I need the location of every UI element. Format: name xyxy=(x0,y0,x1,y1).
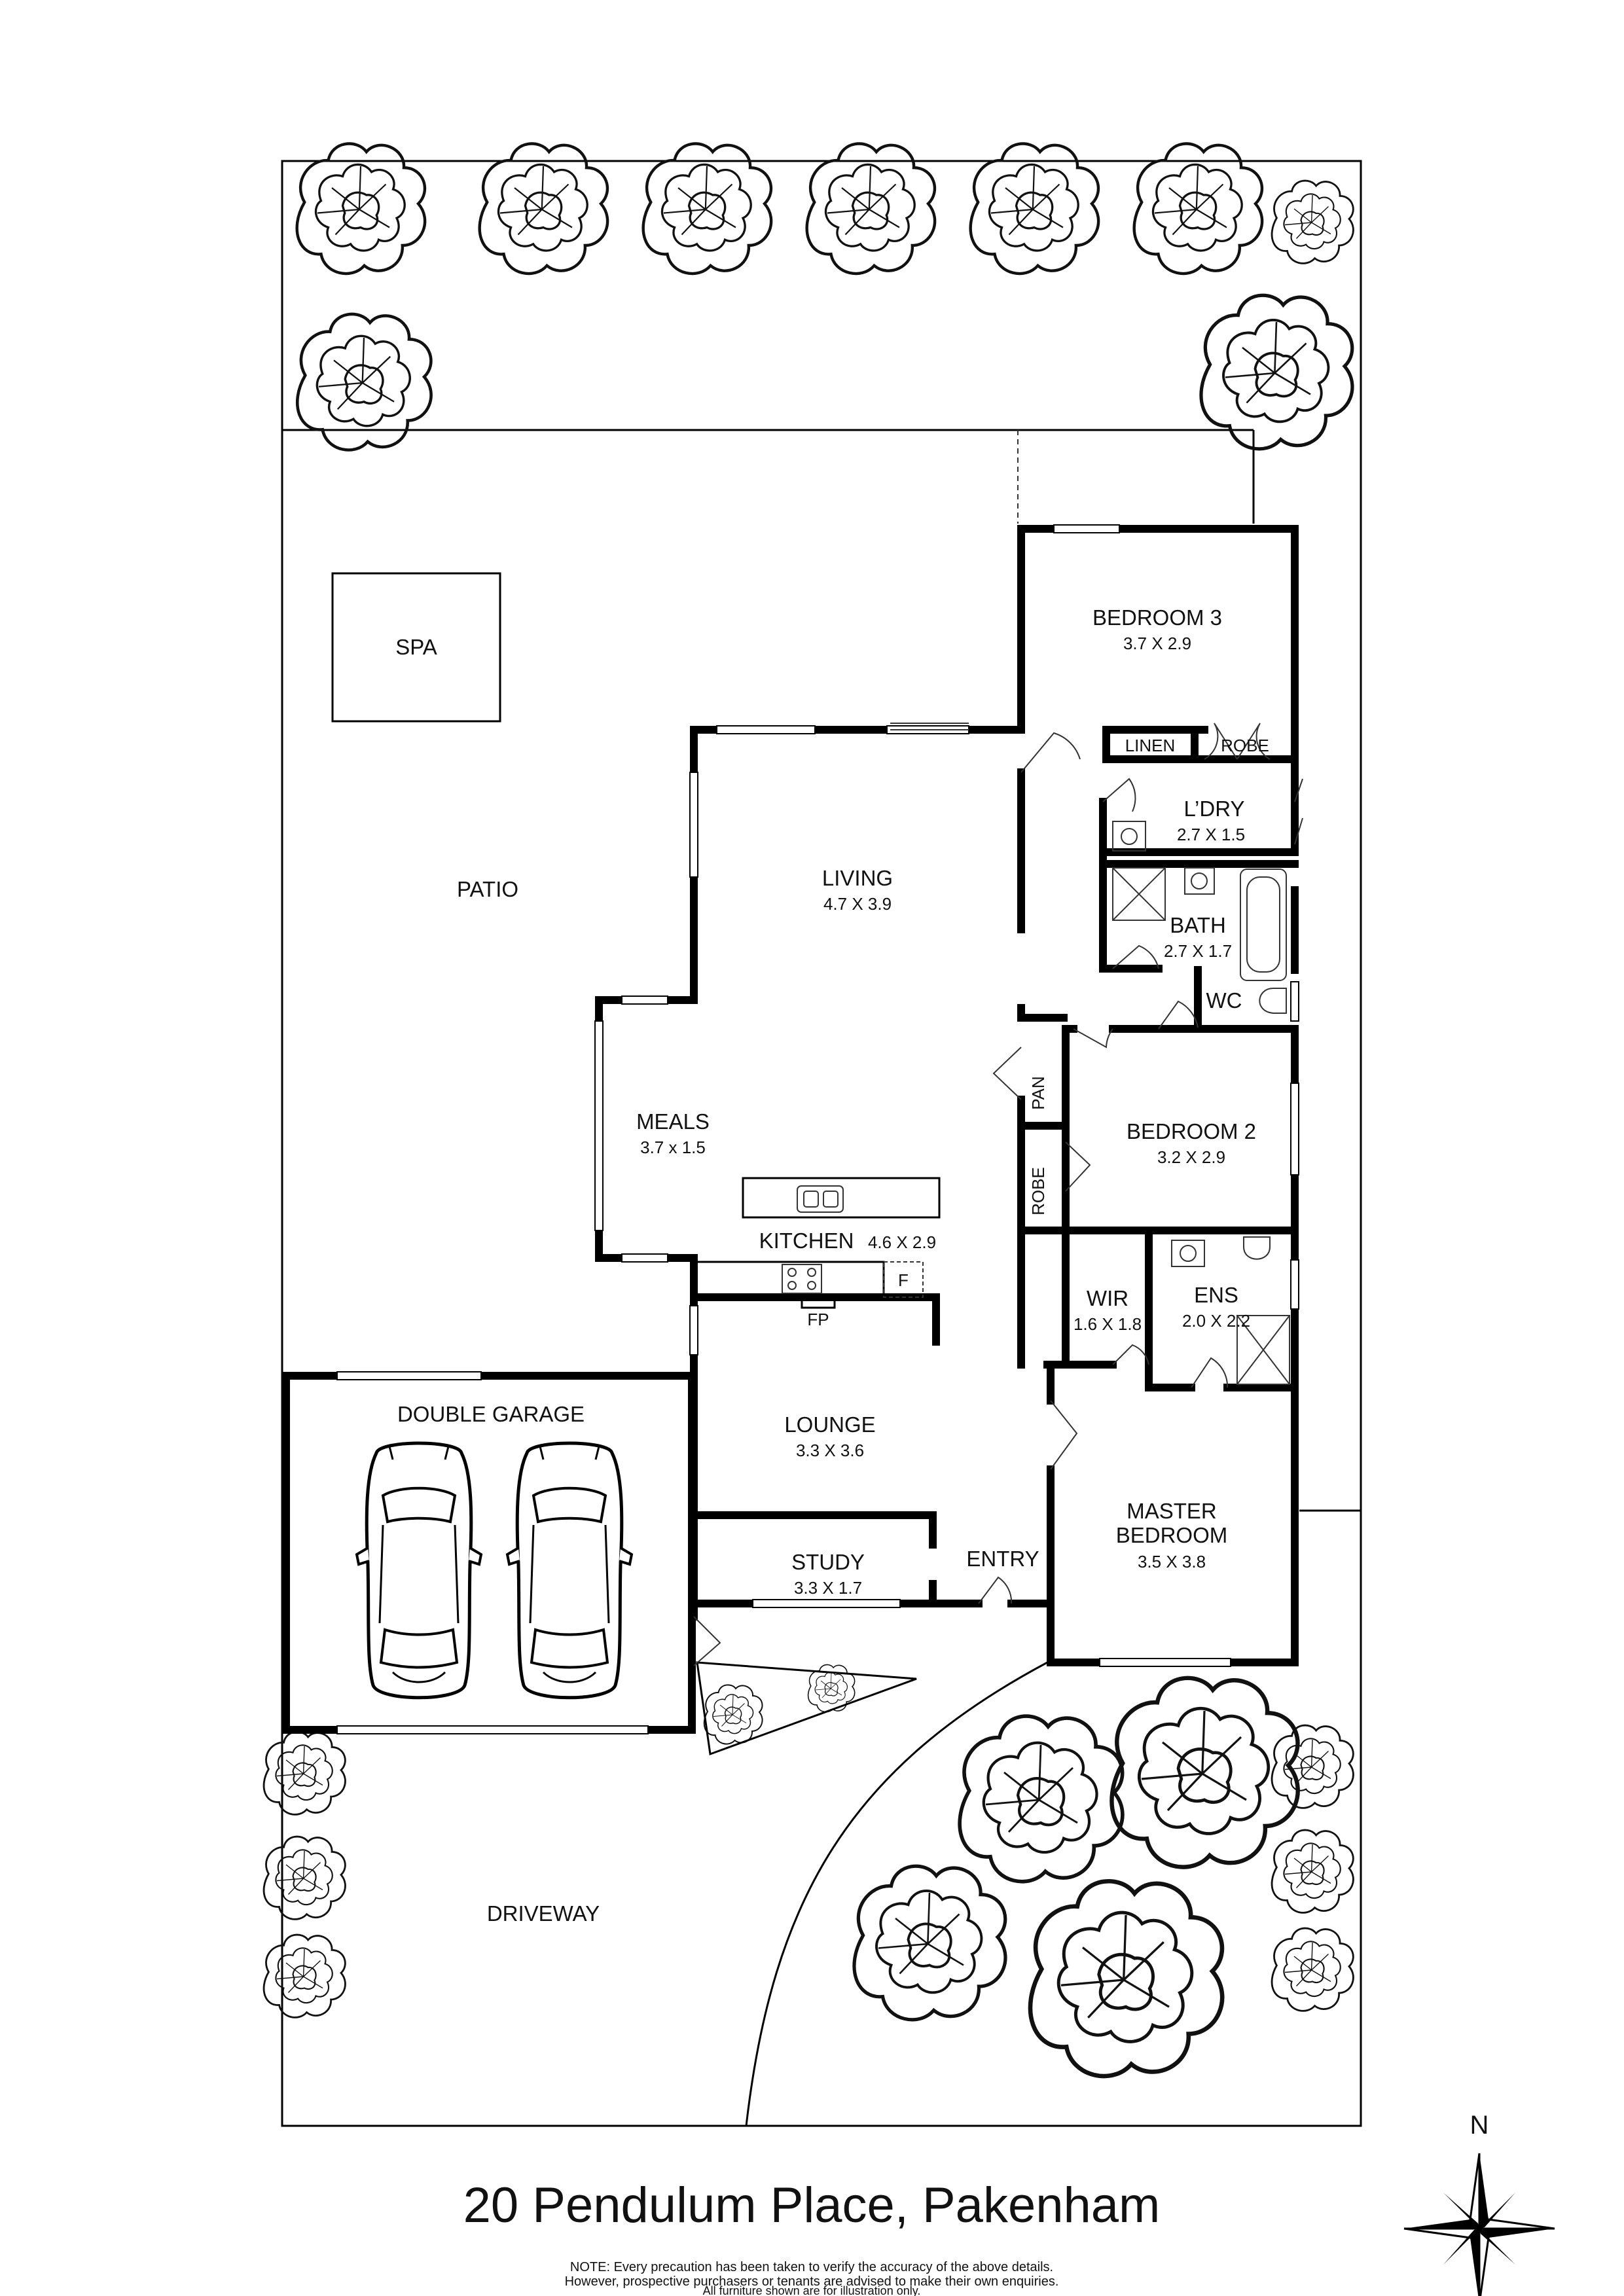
tree-icon xyxy=(1201,295,1352,449)
fireplace-label: FP xyxy=(807,1310,829,1329)
tree-icon xyxy=(480,144,607,274)
tree-icon xyxy=(262,1731,346,1816)
property-boundary xyxy=(281,160,1362,2127)
ensuite-shower-icon xyxy=(1236,1315,1290,1385)
study-label: STUDY xyxy=(791,1550,865,1574)
tree-icon xyxy=(297,144,425,274)
bath-size: 2.7 X 1.7 xyxy=(1164,941,1232,961)
kitchen-island xyxy=(742,1177,941,1219)
sink-bowl xyxy=(803,1191,819,1208)
tree-icon xyxy=(1111,1678,1297,1867)
tree-icon xyxy=(643,144,771,274)
kitchen-bench xyxy=(693,1261,885,1299)
master-label-line2: BEDROOM xyxy=(1116,1523,1228,1547)
fridge-space xyxy=(883,1261,924,1298)
fireplace-icon xyxy=(801,1296,836,1309)
wc-label: WC xyxy=(1206,988,1242,1013)
disclaimer-line-2: However, prospective purchasers or tenan… xyxy=(565,2274,1059,2289)
address-title: 20 Pendulum Place, Pakenham xyxy=(463,2178,1161,2233)
master-label-line1: MASTER xyxy=(1127,1499,1217,1523)
driveway-label: DRIVEWAY xyxy=(487,1901,600,1926)
tree-icon xyxy=(1271,1724,1354,1809)
study-size: 3.3 X 1.7 xyxy=(794,1578,862,1598)
cooktop-icon xyxy=(782,1264,822,1294)
spa-label: SPA xyxy=(395,635,437,659)
tree-icon xyxy=(1271,1829,1354,1914)
wir-label: WIR xyxy=(1087,1286,1128,1310)
laundry-size: 2.7 X 1.5 xyxy=(1177,825,1245,844)
disclaimer-line-1: NOTE: Every precaution has been taken to… xyxy=(570,2260,1053,2274)
bedroom3-size: 3.7 X 2.9 xyxy=(1123,634,1191,653)
garage-label: DOUBLE GARAGE xyxy=(397,1402,585,1426)
bath-label: BATH xyxy=(1170,913,1226,937)
tree-icon xyxy=(703,1684,763,1745)
meals-size: 3.7 x 1.5 xyxy=(640,1138,706,1157)
tree-icon xyxy=(960,1716,1123,1882)
laundry-trough-icon xyxy=(1112,821,1146,852)
tree-icon xyxy=(1271,179,1354,264)
door-swings xyxy=(693,723,1303,1666)
ensuite-toilet-icon xyxy=(1243,1236,1271,1260)
living-size: 4.7 X 3.9 xyxy=(823,894,892,914)
ensuite-size: 2.0 X 2.2 xyxy=(1182,1311,1250,1331)
trees-rear xyxy=(297,144,1354,450)
tree-icon xyxy=(1030,1881,1222,2076)
bedroom2-size: 3.2 X 2.9 xyxy=(1157,1147,1225,1167)
car-icon xyxy=(357,1443,481,1698)
bath-basin-icon xyxy=(1184,867,1215,895)
ensuite-basin-icon xyxy=(1171,1240,1205,1267)
kitchen-label: KITCHEN xyxy=(759,1229,854,1253)
tree-icon xyxy=(1134,144,1262,274)
laundry-label: L’DRY xyxy=(1184,797,1245,821)
compass-icon xyxy=(1403,2153,1555,2296)
tree-icon xyxy=(1271,1927,1354,2012)
lounge-size: 3.3 X 3.6 xyxy=(796,1441,864,1460)
wir-size: 1.6 X 1.8 xyxy=(1074,1314,1142,1334)
pantry-label: PAN xyxy=(1028,1076,1048,1110)
patio-label: PATIO xyxy=(457,877,518,901)
tree-icon xyxy=(971,144,1098,274)
fridge-label: F xyxy=(898,1270,909,1290)
tree-icon xyxy=(854,1866,1005,2020)
kitchen-size: 4.6 X 2.9 xyxy=(868,1232,936,1252)
window xyxy=(336,1371,482,1380)
tree-icon xyxy=(262,1933,346,2018)
bathtub-icon xyxy=(1240,869,1287,981)
bedroom3-label: BEDROOM 3 xyxy=(1092,605,1222,630)
lounge-label: LOUNGE xyxy=(784,1412,875,1437)
tree-icon xyxy=(807,144,935,274)
garden-bed xyxy=(696,1661,917,1756)
compass-north-label: N xyxy=(1470,2111,1489,2140)
house-walls xyxy=(595,525,1299,1666)
toilet-icon xyxy=(1259,988,1287,1014)
windows xyxy=(594,524,1299,1667)
fixtures xyxy=(693,821,1290,1385)
robe-bed2-label: ROBE xyxy=(1028,1167,1048,1215)
shower-icon xyxy=(1112,867,1166,921)
living-label: LIVING xyxy=(822,866,893,890)
meals-label: MEALS xyxy=(636,1109,710,1134)
disclaimer-line-3: All furniture shown are for illustration… xyxy=(703,2284,921,2296)
robe-bed3-label: ROBE xyxy=(1221,736,1269,755)
sink-bowl xyxy=(823,1191,839,1208)
linen-label: LINEN xyxy=(1125,736,1176,755)
tree-icon xyxy=(262,1835,346,1920)
entry-label: ENTRY xyxy=(966,1547,1039,1571)
spa xyxy=(331,572,501,723)
car-icon xyxy=(507,1443,632,1698)
bedroom2-label: BEDROOM 2 xyxy=(1127,1119,1256,1143)
master-size: 3.5 X 3.8 xyxy=(1138,1552,1206,1571)
garage-door xyxy=(336,1725,649,1734)
ensuite-label: ENS xyxy=(1194,1283,1238,1307)
garden-path-curve xyxy=(745,1661,1048,2126)
kitchen-sink-icon xyxy=(797,1185,844,1213)
